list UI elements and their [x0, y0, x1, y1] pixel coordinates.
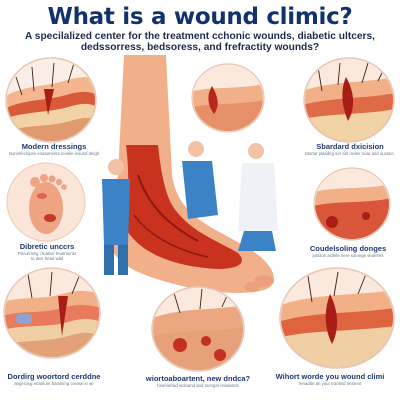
skin-nodules-illustration [150, 285, 246, 373]
caption-dressing-wound-care: Dordirg woortord cerddne aegerang enatno… [2, 372, 106, 386]
caption-new-discs: wiortoaboartent, new dndca? hearvetrad w… [130, 374, 266, 388]
skin-layers-illustration-4 [278, 266, 396, 370]
caption-text: hearvetrad woloand and rsongat revalands [157, 383, 239, 388]
wound-tissue-illustration [312, 166, 392, 242]
caption-wound-clinic: Wihort worde you wound climi renadtte an… [262, 372, 398, 386]
caption-text: renadtte an your trantind tresrent [298, 381, 362, 386]
skin-layers-illustration-2 [2, 266, 102, 360]
page-title: What is a wound climic? [47, 4, 353, 30]
caption-text: Mortar plaadirg ser ant moter nuar and o… [305, 151, 395, 156]
wound-closeup-illustration [190, 62, 266, 134]
subtitle-line-2: dedssorress, bedsoress, and frefractity … [80, 42, 320, 53]
caption-heading: Wihort worde you wound climi [275, 372, 385, 381]
caption-modern-dressings: Modern dressings Noninfecnipse enatument… [4, 142, 104, 156]
foot-sole-ulcer-illustration [6, 162, 86, 242]
caption-heading: Coudelsoling donges [309, 244, 387, 253]
caption-heading: Sbardard dxicision [316, 142, 384, 151]
caption-standard-decision: Sbardard dxicision Mortar plaadirg ser a… [302, 142, 398, 156]
caption-heading: wiortoaboartent, new dndca? [145, 374, 251, 383]
caption-text: Noninfecnipse enatuments moelle wound de… [8, 151, 100, 156]
caption-text-2: to deic head wild [30, 256, 63, 262]
caption-casual-dosing: Coudelsoling donges posiion actlele nere… [298, 244, 398, 258]
caption-text: aegerang enatnore bamining crease in ae [14, 381, 94, 386]
caption-text: posiion actlele nere somnge seuleres [312, 253, 384, 258]
skin-layers-illustration [4, 57, 98, 143]
leg-wound-treatment-illustration [88, 55, 293, 310]
caption-text: Preventing creative treatments [17, 251, 77, 256]
page-subtitle: A specilalized center for the treatment … [20, 31, 380, 53]
caption-diabetic-ulcers: Dibretic unccrs Preventing creative trea… [2, 242, 92, 261]
skin-layers-illustration-3 [302, 57, 396, 143]
caption-heading: Dordirg woortord cerddne [7, 372, 101, 381]
caption-heading: Modern dressings [21, 142, 87, 151]
caption-heading: Dibretic unccrs [19, 242, 75, 251]
subtitle-line-1: A specilalized center for the treatment … [24, 31, 376, 42]
